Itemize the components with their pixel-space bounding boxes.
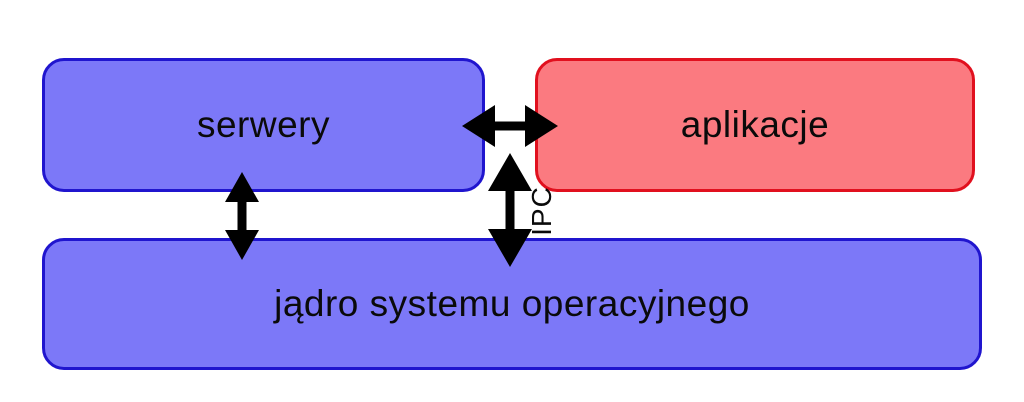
servers-box: serwery (42, 58, 485, 192)
servers-label: serwery (196, 104, 331, 145)
kernel-box: jądro systemu operacyjnego (42, 238, 982, 370)
kernel-label: jądro systemu operacyjnego (274, 283, 750, 324)
applications-label: aplikacje (680, 104, 830, 145)
applications-box: aplikacje (535, 58, 975, 192)
ipc-label: IPC (526, 186, 557, 236)
